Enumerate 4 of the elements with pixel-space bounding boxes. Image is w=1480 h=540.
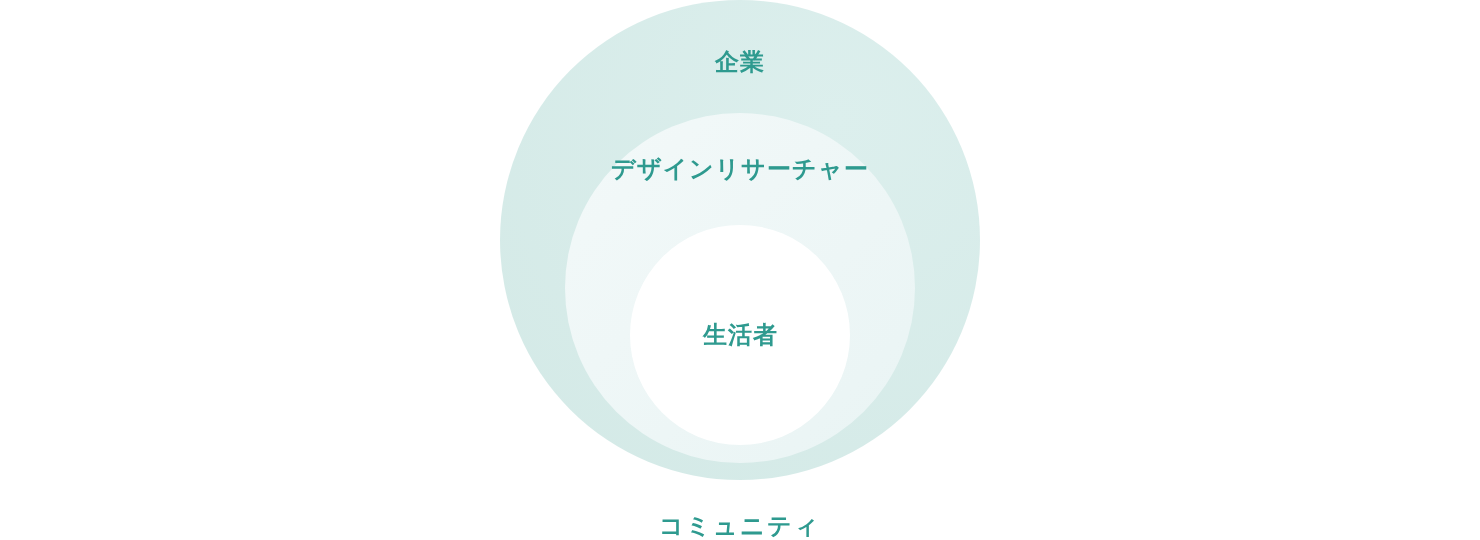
caption: コミュニティ xyxy=(659,511,821,540)
circle-label: 企業 xyxy=(715,47,765,78)
circle-label: デザインリサーチャー xyxy=(611,154,869,185)
circle-label: 生活者 xyxy=(702,320,778,351)
